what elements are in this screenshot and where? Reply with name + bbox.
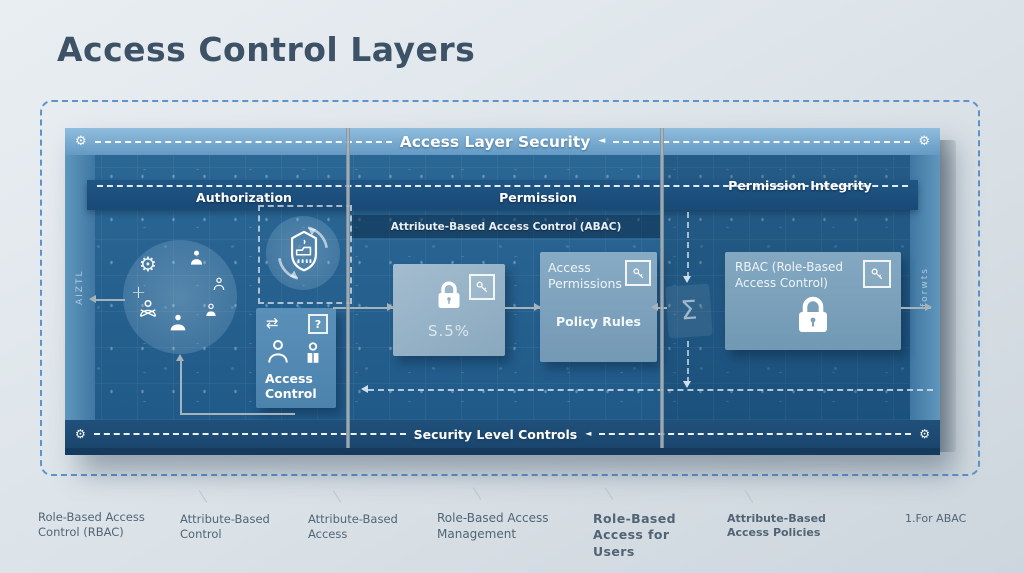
access-permissions-card: Access Permissions Policy Rules: [540, 252, 657, 362]
abac-subheader-label: Attribute-Based Access Control (ABAC): [390, 220, 622, 233]
dashed-line: [94, 140, 392, 143]
gear-icon: ⚙: [918, 134, 931, 149]
caption-attribute-based-access: Attribute-Based Access: [308, 512, 398, 541]
question-icon: ?: [314, 317, 322, 331]
arrow-down-head: [683, 381, 691, 388]
permissions-card-rule: Policy Rules: [556, 314, 641, 329]
caption-role-based-access-for-users: Role-Based Access for Users: [593, 511, 676, 559]
arrow-right-head: [534, 303, 541, 311]
person-icon: [206, 303, 216, 316]
arrow-up-head: [176, 354, 184, 361]
column-divider: [346, 128, 350, 448]
shield-circle: [266, 216, 340, 290]
arrow-right-head: [387, 303, 394, 311]
shield-focus-box: [258, 205, 352, 304]
caption-for-abac: 1.For ABAC: [905, 512, 967, 525]
arrow-left-head: [89, 295, 96, 303]
arrow-down-head: [683, 276, 691, 283]
refresh-arrows-icon: [278, 226, 328, 280]
bottom-security-bar: ⚙ Security Level Controls ◄ ⚙: [65, 420, 940, 448]
gear-icon: ⚙: [919, 427, 931, 441]
connector-line: [505, 307, 540, 309]
leader-line: [332, 490, 342, 503]
lock-icon: [799, 296, 827, 332]
caption-attribute-based-access-policies: Attribute-Based Access Policies: [727, 512, 826, 540]
leader-line: [604, 487, 614, 500]
key-badge: [469, 274, 495, 300]
key-badge: [863, 260, 891, 288]
shield-icon: [290, 230, 318, 272]
column-header-permission-integrity: Permission Integrity: [728, 178, 872, 193]
top-security-bar: ⚙ Access Layer Security ◄ ⚙: [65, 128, 940, 155]
caption-attribute-based-control: Attribute-Based Control: [180, 512, 270, 541]
access-control-card: ⇄ ? Access Control: [256, 308, 336, 408]
column-divider: [660, 128, 664, 448]
panel-bottom-edge: [65, 448, 940, 455]
key-icon: [871, 268, 883, 280]
panel-edge-strip: [940, 140, 956, 452]
connector-line: [95, 299, 125, 301]
sigma-tile: Σ: [665, 283, 713, 339]
connector-line: [333, 307, 393, 309]
person-icon: [170, 314, 186, 331]
access-control-label: Access Control: [265, 371, 317, 401]
lock-card: S.5%: [393, 264, 505, 356]
column-header-authorization: Authorization: [196, 190, 292, 205]
lock-icon: [438, 281, 460, 308]
lock-card-value: S.5%: [427, 322, 471, 340]
leader-line: [472, 487, 482, 500]
person-icon: [307, 342, 319, 363]
caption-role-based-access-management: Role-Based Access Management: [437, 511, 549, 541]
plus-icon: +: [131, 282, 147, 303]
permissions-card-title: Access Permissions: [548, 260, 622, 291]
diagram-body: AIZTL forwts Authorization Permission Pe…: [65, 155, 940, 420]
key-icon: [632, 267, 643, 278]
diagram-outer-border: [40, 100, 980, 476]
bottom-bar-label: Security Level Controls: [413, 426, 578, 442]
caption-rbac: Role-Based Access Control (RBAC): [38, 510, 145, 539]
arrow-left-icon: ◄: [585, 429, 592, 438]
arrow-left-icon: ◄: [598, 136, 606, 146]
dashed-line: [599, 433, 912, 435]
abac-subheader-band: Attribute-Based Access Control (ABAC): [352, 215, 660, 238]
gear-icon: ⚙: [139, 252, 157, 276]
dashed-line: [93, 433, 406, 435]
diagram-panel: ⚙ Access Layer Security ◄ ⚙ AIZTL forwts…: [65, 128, 940, 455]
leader-line: [744, 490, 754, 503]
gear-icon: ⚙: [75, 134, 87, 149]
question-badge: ?: [308, 314, 328, 334]
rbac-card: RBAC (Role-Based Access Control): [725, 252, 901, 350]
key-icon: [476, 281, 488, 293]
dashed-line: [613, 140, 911, 143]
connector-line: [180, 413, 295, 415]
person-icon: [268, 340, 288, 363]
person-icon: [190, 250, 203, 265]
dashed-line: [97, 185, 908, 187]
arrow-right-head: [925, 303, 932, 311]
arrow-left-head: [361, 385, 368, 393]
connector-line: [180, 360, 182, 415]
leader-line: [198, 490, 208, 503]
sigma-icon: Σ: [679, 295, 699, 327]
dashed-connector: [687, 212, 689, 278]
page-title: Access Control Layers: [57, 30, 476, 69]
top-bar-label: Access Layer Security: [399, 132, 591, 151]
connector-line: [901, 307, 931, 309]
arrow-left-head: [651, 303, 658, 311]
person-icon: [213, 277, 225, 291]
person-icon: [139, 299, 157, 317]
column-header-band: Authorization Permission Permission Inte…: [87, 178, 918, 210]
gear-icon: ⚙: [75, 427, 86, 441]
dashed-feedback-line: [368, 389, 933, 391]
swap-arrows-icon: ⇄: [266, 314, 279, 332]
rbac-card-title: RBAC (Role-Based Access Control): [735, 260, 844, 290]
dashed-connector: [687, 341, 689, 383]
user-group-ring: ⚙ +: [123, 240, 237, 354]
column-header-permission: Permission: [499, 190, 577, 205]
key-badge: [625, 260, 651, 286]
